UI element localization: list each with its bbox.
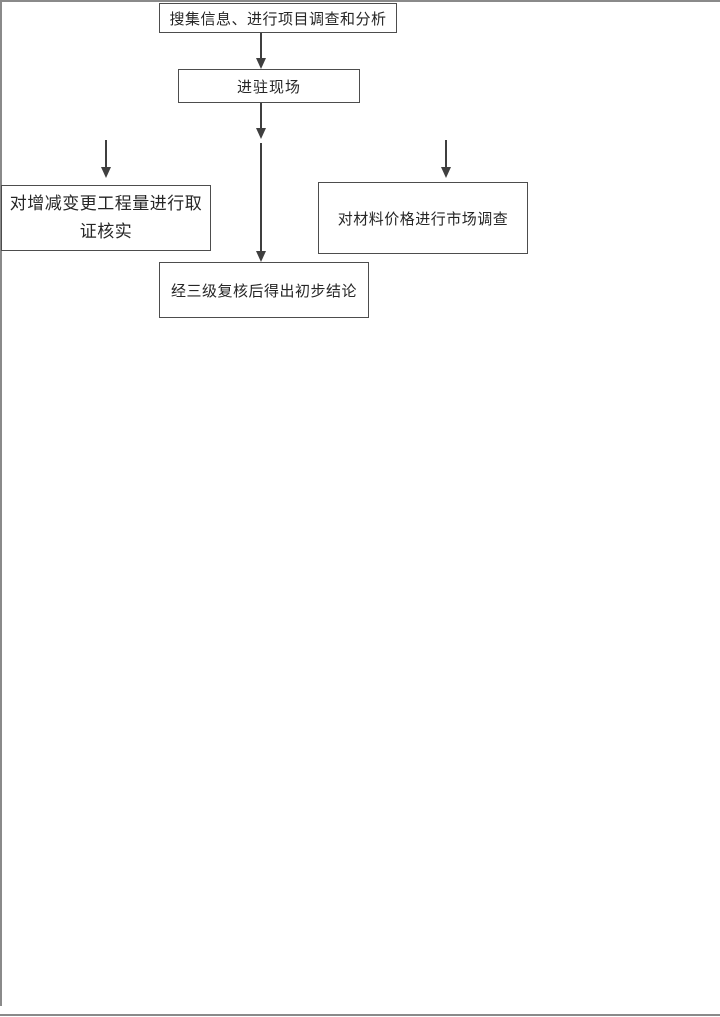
arrow-enter-site-down (256, 103, 266, 139)
node-market-survey: 对材料价格进行市场调查 (318, 182, 528, 254)
arrow-to-market-survey (441, 140, 451, 178)
arrow-stem (260, 103, 262, 128)
arrow-stem (260, 33, 262, 58)
node-verify-quantity-label-line1: 对增减变更工程量进行取 (9, 194, 203, 213)
arrow-stem (445, 140, 447, 167)
arrowhead-down-icon (441, 167, 451, 178)
node-verify-quantity-label-line2: 证核实 (79, 222, 133, 241)
arrowhead-down-icon (101, 167, 111, 178)
arrow-to-conclusion (256, 143, 266, 262)
arrow-stem (260, 143, 262, 251)
node-collect-info: 搜集信息、进行项目调查和分析 (159, 3, 397, 33)
node-conclusion-label: 经三级复核后得出初步结论 (170, 283, 357, 300)
node-verify-quantity: 对增减变更工程量进行取 证核实 (1, 185, 211, 251)
node-market-survey-label: 对材料价格进行市场调查 (337, 211, 509, 228)
node-enter-site-label: 进驻现场 (236, 79, 301, 96)
page-border-top (0, 0, 720, 2)
page-border-left (0, 0, 2, 1006)
page-border-bottom (0, 1014, 720, 1016)
node-conclusion: 经三级复核后得出初步结论 (159, 262, 369, 318)
arrow-stem (105, 140, 107, 167)
node-enter-site: 进驻现场 (178, 69, 360, 103)
arrowhead-down-icon (256, 128, 266, 139)
arrowhead-down-icon (256, 58, 266, 69)
arrow-to-verify-quantity (101, 140, 111, 178)
arrow-collect-to-enter (256, 33, 266, 69)
arrowhead-down-icon (256, 251, 266, 262)
node-collect-info-label: 搜集信息、进行项目调查和分析 (169, 11, 387, 28)
